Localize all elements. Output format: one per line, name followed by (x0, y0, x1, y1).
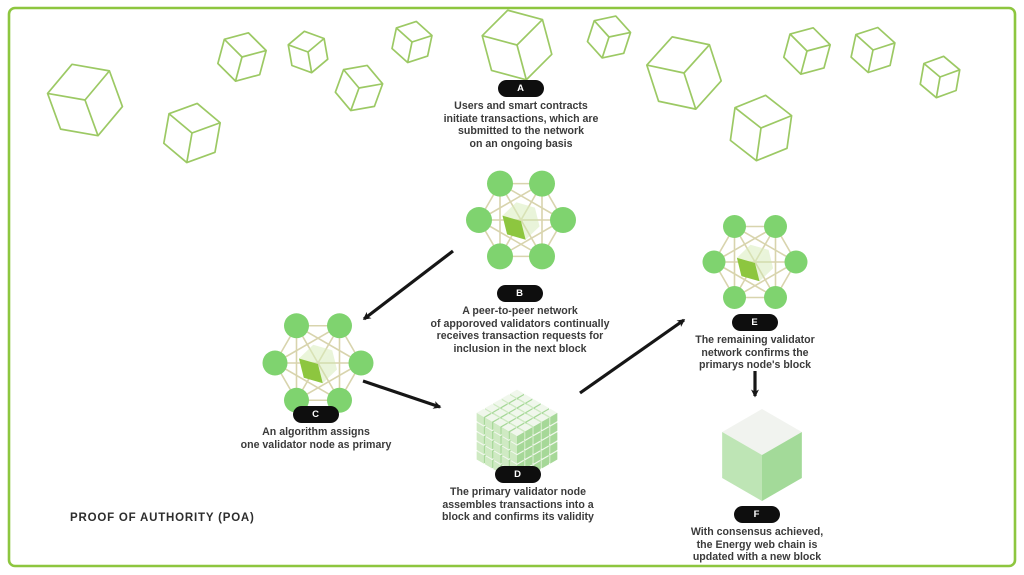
step-e: E The remaining validator network confir… (640, 312, 870, 372)
wireframe-cube-icon (729, 94, 793, 162)
center-block-icon (298, 344, 338, 384)
arrow-b-to-c-icon (362, 249, 454, 321)
center-block-icon (736, 244, 774, 282)
step-f-badge: F (734, 506, 780, 523)
wireframe-cube-icon (782, 26, 832, 76)
step-a: A Users and smart contracts initiate tra… (406, 78, 636, 151)
wireframe-cube-icon (850, 26, 896, 74)
wireframe-cube-icon (586, 15, 632, 59)
step-b: B A peer-to-peer network of apporoved va… (405, 283, 635, 356)
wireframe-cube-icon (481, 9, 553, 81)
arrow-c-to-d-icon (362, 379, 442, 409)
step-c-caption: An algorithm assigns one validator node … (240, 426, 392, 451)
wireframe-cube-icon (287, 30, 329, 74)
validator-network-c-icon (262, 313, 374, 413)
page-title: PROOF OF AUTHORITY (POA) (70, 512, 255, 524)
step-d-badge: D (495, 466, 541, 483)
step-e-badge: E (732, 314, 778, 331)
wireframe-cube-icon (919, 55, 961, 99)
step-a-caption: Users and smart contracts initiate trans… (443, 100, 599, 151)
step-b-caption: A peer-to-peer network of apporoved vali… (430, 305, 610, 356)
arrow-d-to-e-icon (579, 318, 686, 395)
step-e-caption: The remaining validator network confirms… (695, 334, 815, 372)
wireframe-cube-icon (46, 63, 124, 137)
validator-network-b-icon (466, 170, 576, 270)
step-f: F With consensus achieved, the Energy we… (642, 504, 872, 564)
center-block-icon (502, 202, 540, 240)
wireframe-cube-icon (391, 20, 433, 64)
step-c: C An algorithm assigns one validator nod… (201, 404, 431, 451)
wireframe-cube-icon (217, 32, 267, 82)
step-d-caption: The primary validator node assembles tra… (442, 486, 594, 524)
step-f-caption: With consensus achieved, the Energy web … (690, 526, 824, 564)
new-block-cube-icon (722, 409, 802, 501)
validator-network-e-icon (702, 214, 808, 310)
step-d: D The primary validator node assembles t… (403, 464, 633, 524)
green-frame-border (7, 6, 1017, 568)
wireframe-cube-icon (334, 64, 384, 112)
step-c-badge: C (293, 406, 339, 423)
step-a-badge: A (498, 80, 544, 97)
wireframe-cube-icon (162, 102, 222, 164)
transaction-block-cluster-icon (476, 389, 558, 483)
wireframe-cube-icon (645, 36, 723, 110)
step-b-badge: B (497, 285, 543, 302)
